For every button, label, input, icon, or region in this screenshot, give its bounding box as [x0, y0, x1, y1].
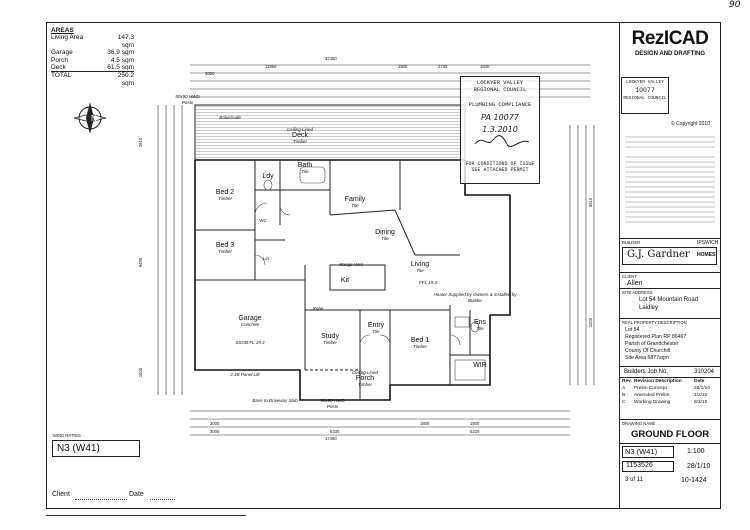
living-ffl: FFL 19.3 [419, 280, 437, 285]
client-signoff-line [75, 499, 127, 500]
dim-bottom: 1800 [420, 421, 430, 426]
council-stamp-small: LOCKYER VALLEY 10077 REGIONAL COUNCIL [621, 77, 669, 114]
dim-bottom: 6220 [470, 429, 480, 434]
notes-block [625, 133, 717, 233]
permit-number: PA 10077 [481, 113, 519, 122]
areas-heading: AREAS [51, 27, 74, 34]
property-cell: REAL PROPERTY DESCRIPTION Lot 54 Registe… [619, 318, 721, 366]
dim-top: 11950 [265, 64, 277, 69]
robe-label: Robe [312, 306, 324, 311]
client-signoff-label: Client [52, 491, 70, 498]
north-arrow-icon: N [73, 102, 107, 134]
dim-top: 1830 [480, 64, 490, 69]
sheet-info: N3 (W41) 1:100 1153526 28/1/10 3 of 11 1… [619, 443, 721, 509]
signature-icon [474, 135, 530, 147]
approval-date: 1.3.2010 [482, 125, 518, 134]
copyright: © Copyright 2010 [671, 121, 710, 127]
posts-note-top: 90x90 HWD Posts [175, 94, 200, 105]
wc-label: WC [259, 218, 267, 223]
dim-bottom: 3000 [210, 429, 220, 434]
site-cell: SITE ADDRESS Lot 54 Mountain Road Laidle… [619, 288, 721, 316]
room-laundry: Ldy [262, 173, 274, 180]
panel-lift-label: 2.4B Panel Lift [230, 372, 260, 377]
drawing-name-cell: DRAWING NAME GROUND FLOOR [619, 419, 721, 443]
dim-overall-top: 17450 [325, 56, 337, 61]
room-wir: WIR [473, 362, 487, 369]
scale-bar [46, 515, 246, 516]
dim-left: 9480 [138, 257, 144, 268]
svg-text:N: N [91, 114, 97, 123]
drawing-sheet [46, 22, 721, 509]
wind-rating-box: N3 (W41) [52, 440, 140, 457]
brand-logo: RezICAD [631, 28, 709, 49]
job-cell: Builders Job No. 310204 [619, 366, 721, 377]
dim-bottom: 3000 [210, 421, 220, 426]
linen-label: Lin [262, 256, 269, 261]
dim-right: 1200 [588, 317, 594, 328]
dim-top: 3000 [205, 71, 215, 76]
heater-note: Heater Supplied by Owners & installed by… [433, 292, 517, 303]
room-kitchen: Kit [340, 277, 350, 284]
dim-left: 1600 [138, 367, 144, 378]
dim-bottom: 1800 [470, 421, 480, 426]
dim-left: 2910 [138, 137, 144, 148]
brand-subtitle: DESIGN AND DRAFTING [634, 51, 706, 57]
date-signoff-label: Date [129, 491, 144, 498]
dim-top: 2730 [438, 64, 448, 69]
range-vent-label: Range Vent [339, 262, 363, 267]
corner-note: 90 [729, 0, 741, 10]
dim-right: 9510 [588, 197, 594, 208]
client-cell: CLIENT Allen [619, 272, 721, 288]
dim-top: 1800 [398, 64, 408, 69]
dim-overall-bottom: 17450 [325, 436, 337, 441]
balustrade-label: Balustrade [219, 115, 241, 120]
wind-rating-label: WIND RATING [53, 433, 81, 438]
builder-cell: BUILDER IPSWICH G.J. Gardner HOMES [619, 238, 721, 268]
dim-bottom: 6330 [330, 429, 340, 434]
council-stamp: LOCKYER VALLEY REGIONAL COUNCIL PLUMBING… [460, 76, 540, 184]
garage-ffl: SSOB FL 19.3 [235, 340, 265, 345]
title-block [619, 22, 721, 509]
date-signoff-line [150, 499, 175, 500]
base-slab-label: Base to Driveway Slab [252, 398, 298, 403]
posts-note-bottom: 90x90 HWD Posts [320, 398, 345, 409]
